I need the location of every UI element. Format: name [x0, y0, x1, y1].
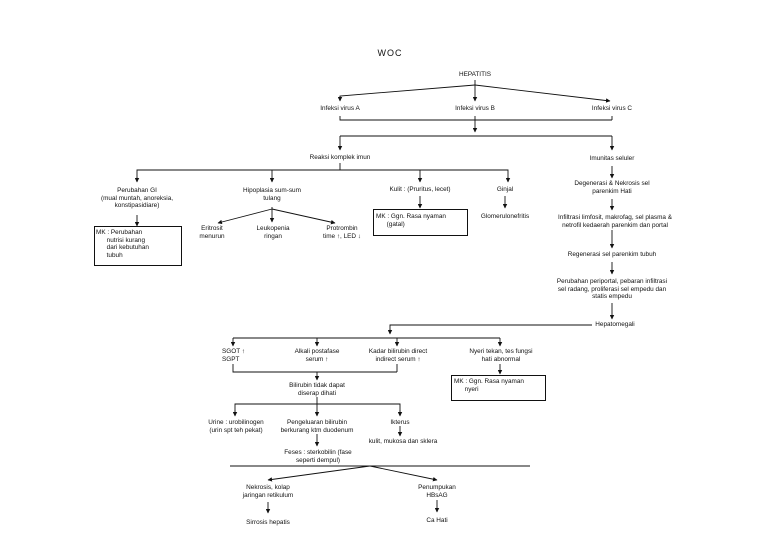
node-reaksi: Reaksi komplek imun: [309, 154, 371, 161]
node-feses: Feses : sterkobilin (fase seperti dempul…: [284, 449, 352, 464]
diagram-title: WOC: [377, 48, 403, 58]
box-mk-nyeri: [451, 375, 546, 401]
node-kadar-bilirubin: Kadar bilirubin direct indirect serum ↑: [368, 348, 428, 363]
node-perubahan-gi: Perubahan GI (mual muntah, anoreksia, ko…: [100, 187, 174, 210]
line-hepatitis-virus-a: [339, 84, 476, 101]
node-leukopenia: Leukopenia ringan: [256, 225, 290, 240]
node-eritrosit: Eritrosit menurun: [199, 225, 225, 240]
node-sgot-sgpt: SGOT ↑ SGPT: [222, 348, 245, 363]
node-nekrosis: Nekrosis, kolap jaringan retikulum: [242, 484, 294, 499]
line-hepatomegali-left: [389, 324, 592, 333]
line-reaksi-gi: [136, 163, 341, 182]
node-sirosis: Sirrosis hepatis: [246, 519, 290, 526]
node-mk-nyeri: MK : Ggn. Rasa nyaman nyeri: [454, 378, 524, 393]
node-mk-gatal: MK : Ggn. Rasa nyaman (gatal): [376, 213, 446, 228]
arrow-protrombin: [271, 208, 336, 225]
line-reaksi-ginjal: [340, 169, 509, 182]
arrow-nekrosis: [267, 465, 371, 482]
line-collect: [232, 364, 397, 373]
node-glomerulonefritis: Glomerulonefritis: [480, 213, 530, 220]
node-hepatomegali: Hepatomegali: [595, 321, 635, 328]
node-virus-a: Infeksi virus A: [320, 105, 360, 112]
node-perubahan-periportal: Perubahan periportal, pebaran infiltrasi…: [556, 278, 668, 301]
node-urine: Urine : urobilinogen (urin spt teh pekat…: [208, 419, 264, 434]
arrow-eritrosit: [217, 208, 273, 225]
node-regenerasi: Regenerasi sel parenkim tubuh: [567, 251, 657, 258]
node-imunitas: Imunitas seluler: [589, 155, 635, 162]
node-ikterus: Ikterus: [390, 419, 410, 426]
node-ginjal: Ginjal: [496, 186, 514, 193]
node-mk-nutrisi: MK : Perubahan nutrisi kurang dari kebut…: [96, 229, 149, 259]
node-penumpukan: Penumpukan HBsAG: [418, 484, 456, 499]
box-mk-gatal: [373, 209, 468, 236]
node-hipoplasia: Hipoplasia sum-sum tulang: [243, 187, 301, 202]
node-bilirubin-tidak: Bilirubin tidak dapat diserap dihati: [289, 382, 345, 397]
node-hepatitis: HEPATITIS: [458, 71, 492, 78]
node-ca-hati: Ca Hati: [426, 517, 448, 524]
node-pengeluaran: Pengeluaran bilirubin berkurang ktm duod…: [280, 419, 354, 434]
node-alkali: Alkali postafase serum ↑: [294, 348, 340, 363]
line-bilirubin-ikterus: [317, 403, 401, 415]
line-virus-merge: [339, 116, 612, 121]
arrow-hepatitis-virus-c: [474, 84, 611, 103]
node-virus-c: Infeksi virus C: [591, 105, 633, 112]
node-kulit: Kulit : (Pruritus, lecet): [389, 186, 451, 193]
box-mk-nutrisi: [94, 226, 182, 266]
node-degenerasi: Degenerasi & Nekrosis sel parenkim Hati: [574, 180, 650, 195]
node-protrombin: Protrombin time ↑, LED ↓: [323, 225, 361, 240]
line-bilirubin-urine: [234, 397, 318, 415]
node-kulit-mukosa: kulit, mukosa dan sklera: [368, 438, 438, 445]
arrow-penumpukan: [369, 465, 438, 482]
node-nyeri-tekan: Nyeri tekan, tes fungsi hati abnormal: [469, 348, 533, 363]
node-virus-b: Infeksi virus B: [455, 105, 495, 112]
node-infiltrasi: Infiltrasi limfosit, makrofag, sel plasm…: [557, 214, 672, 229]
